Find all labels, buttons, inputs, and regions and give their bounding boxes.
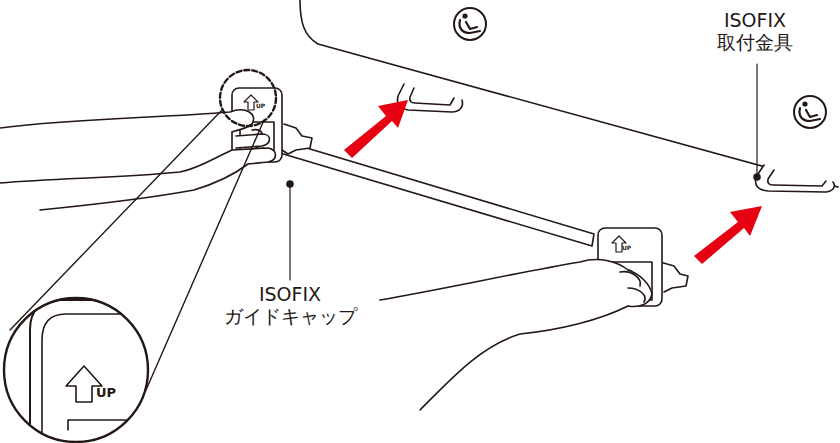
child-seat-icon — [454, 8, 486, 40]
part-label: ISOFIX 取付金具 — [700, 10, 810, 54]
hand — [0, 148, 276, 210]
hand — [380, 260, 652, 410]
focus-circle — [220, 70, 276, 126]
child-seat-icon — [794, 96, 826, 128]
isofix-anchor — [397, 84, 462, 112]
part-label: ISOFIX ガイドキャップ — [205, 284, 375, 328]
leader-line — [289, 184, 290, 280]
up-mark: UP — [96, 386, 126, 401]
up-mark: UP — [256, 103, 270, 110]
hand-fingers — [620, 272, 645, 302]
magnified-cap — [30, 300, 200, 443]
insert-arrow — [694, 206, 762, 264]
isofix-anchor-inner — [768, 170, 826, 186]
leader-line — [756, 64, 757, 177]
up-mark: UP — [622, 245, 636, 252]
hand — [0, 110, 254, 132]
leader-dot — [754, 174, 760, 180]
insert-arrow — [344, 100, 408, 158]
seat-edge — [300, 0, 838, 187]
guide-cap-bar — [280, 140, 594, 246]
isofix-anchor — [756, 165, 835, 192]
leader-dot — [287, 181, 293, 187]
isofix-anchor-inner — [410, 88, 454, 105]
